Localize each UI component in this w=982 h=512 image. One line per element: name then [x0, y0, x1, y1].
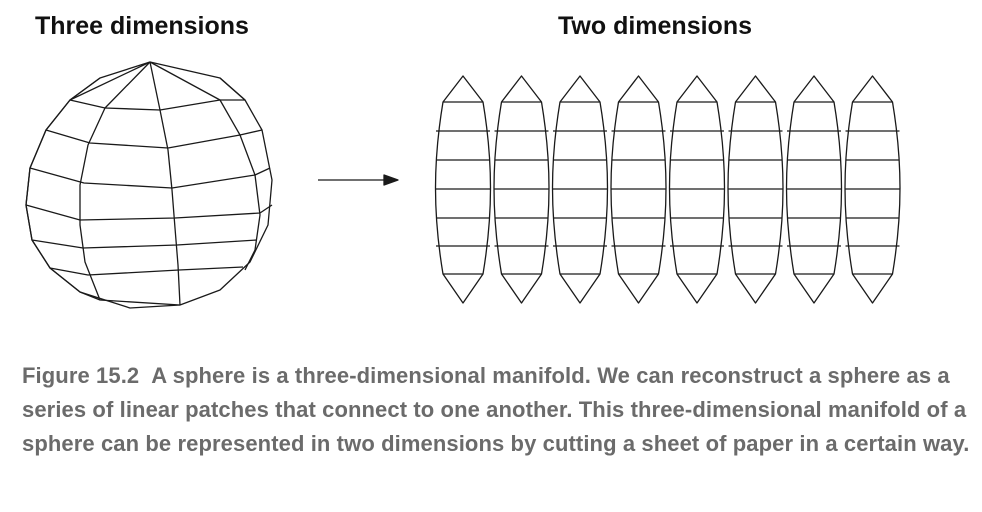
sphere-latitude — [49, 266, 244, 276]
figure-caption-text: A sphere is a three-dimensional manifold… — [22, 363, 970, 456]
three-dimensions-heading: Three dimensions — [35, 12, 249, 40]
sphere-latitude — [69, 99, 245, 111]
two-dimensions-heading: Two dimensions — [558, 12, 752, 40]
sphere-latitude — [79, 291, 181, 306]
transformation-arrow — [318, 174, 399, 186]
gore-strip — [668, 75, 726, 304]
unfolded-strips — [434, 75, 901, 304]
arrowhead — [383, 174, 399, 186]
gore-strip — [610, 75, 667, 304]
sphere-latitude — [25, 204, 273, 221]
figure-caption-label: Figure 15.2 — [22, 363, 140, 388]
sphere-meridian — [149, 61, 261, 271]
sphere-meridian — [79, 61, 151, 301]
gore-strip — [727, 75, 784, 304]
sphere-latitude — [31, 239, 258, 249]
polyhedral-sphere — [25, 61, 273, 309]
gore-strip — [434, 75, 492, 304]
sphere-meridian — [149, 61, 181, 306]
sphere-meridian — [25, 61, 151, 293]
gore-strip — [844, 75, 901, 304]
gore-strip — [551, 75, 609, 304]
sphere-latitude — [45, 129, 263, 149]
sphere-latitude — [69, 77, 246, 101]
gore-strip — [785, 75, 843, 304]
sphere-unwrapping-diagram — [25, 61, 901, 309]
gore-strip — [493, 75, 550, 304]
sphere-latitude — [29, 167, 271, 189]
